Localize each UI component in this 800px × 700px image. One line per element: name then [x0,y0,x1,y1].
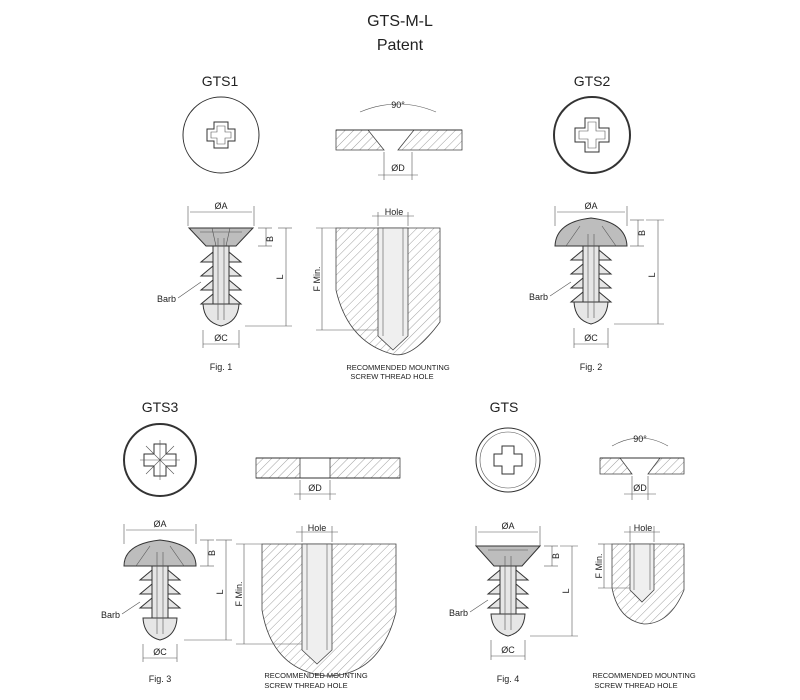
gts1-dim-b: B [265,236,275,242]
gts2-barb-label: Barb [529,292,548,302]
gts3-note-line2: SCREW THREAD HOLE [264,681,347,690]
gts1-heading: GTS1 [202,73,239,89]
gts3-dim-a: ØA [153,519,166,529]
gts-dim-b: B [551,553,561,559]
gts3-thread-hole-detail: Hole F Min. RECOMMENDED MOUNTING SCREW T… [234,523,397,690]
gts-group: GTS ØA B L [449,399,578,684]
gts-heading: GTS [490,399,519,415]
gts2-heading: GTS2 [574,73,611,89]
gts1-note-line1: RECOMMENDED MOUNTING [346,363,449,372]
gts-angle-label: 90° [633,434,647,444]
gts2-head-top-view [553,96,631,174]
gts-dim-d: ØD [633,483,647,493]
gts2-dim-l: L [647,272,657,277]
gts3-side-view: ØA B L ØC Barb Fig. 3 [101,519,232,684]
gts2-group: GTS2 ØA B L [529,73,664,372]
gts3-dim-l: L [215,589,225,594]
gts1-hole-label: Hole [385,207,404,217]
gts1-f-min-label: F Min. [312,266,322,291]
gts1-group: GTS1 ØA [157,73,292,372]
gts-side-view: ØA B L ØC Barb Fig. 4 [449,521,578,684]
gts-fig-label: Fig. 4 [497,674,520,684]
gts1-angle-label: 90° [391,100,405,110]
gts1-barb-label: Barb [157,294,176,304]
gts1-dim-l: L [275,274,285,279]
gts1-side-view: ØA B L [157,201,292,372]
gts3-dim-d: ØD [308,483,322,493]
gts1-dim-c: ØC [214,333,228,343]
gts2-side-view: ØA B L ØC Barb Fig. 2 [529,201,664,372]
gts1-head-top-view [182,96,260,174]
gts2-fig-label: Fig. 2 [580,362,603,372]
page-title: GTS-M-L [367,13,433,30]
gts-head-top-view [475,427,541,493]
gts3-head-top-view [123,423,197,497]
gts2-dim-a: ØA [584,201,597,211]
gts-hole-label: Hole [634,523,653,533]
gts3-hole-label: Hole [308,523,327,533]
page-subtitle: Patent [377,37,424,54]
gts1-thread-hole-detail: Hole F Min. RECOMMENDED MOUNTING SCREW T… [312,207,450,381]
gts3-dim-b: B [207,550,217,556]
gts3-group: GTS3 ØA B L [101,399,232,684]
gts1-dim-d: ØD [391,163,405,173]
gts-note-line1: RECOMMENDED MOUNTING [592,671,695,680]
gts2-dim-b: B [637,230,647,236]
gts-f-min-label: F Min. [594,553,604,578]
gts1-fig-label: Fig. 1 [210,362,233,372]
gts3-barb-label: Barb [101,610,120,620]
gts3-dim-c: ØC [153,647,167,657]
gts1-countersink-detail: 90° ØD [335,100,463,180]
gts-note-line2: SCREW THREAD HOLE [594,681,677,690]
gts1-dim-a: ØA [214,201,227,211]
gts3-f-min-label: F Min. [234,581,244,606]
gts-barb-label: Barb [449,608,468,618]
gts-dim-c: ØC [501,645,515,655]
gts3-heading: GTS3 [142,399,179,415]
gts-dim-a: ØA [501,521,514,531]
gts-thread-hole-detail: Hole F Min. RECOMMENDED MOUNTING SCREW T… [592,523,695,690]
gts3-note-line1: RECOMMENDED MOUNTING [264,671,367,680]
gts2-dim-c: ØC [584,333,598,343]
gts1-note-line2: SCREW THREAD HOLE [350,372,433,381]
gts-dim-l: L [561,588,571,593]
gts3-fig-label: Fig. 3 [149,674,172,684]
gts-countersink-detail: 90° ØD [599,434,685,500]
gts3-through-hole-detail: ØD [255,457,401,500]
